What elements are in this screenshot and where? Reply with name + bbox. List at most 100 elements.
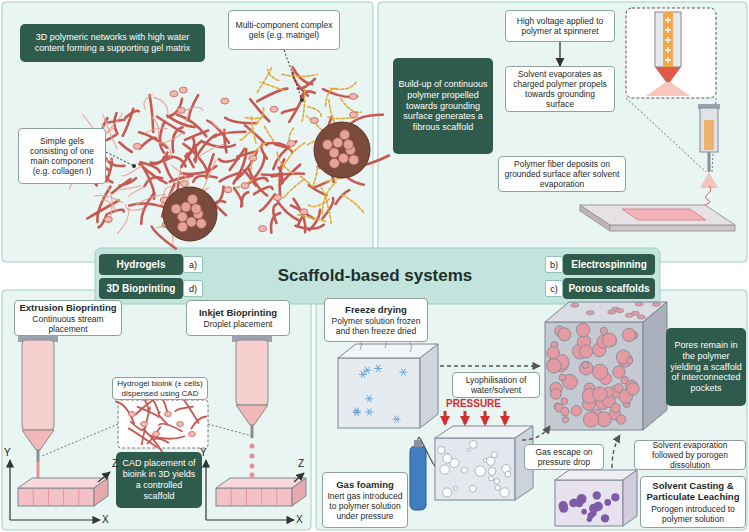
- ice-crystal: [363, 367, 371, 374]
- description-box: Build-up of continuous polymer propelled…: [393, 58, 493, 154]
- gel-fiber: [250, 155, 265, 183]
- needle-tip: [655, 67, 681, 82]
- gel-fiber: [257, 66, 272, 92]
- gel-fiber: [321, 187, 331, 223]
- node-text: Porogen introduced to polymer solution: [645, 504, 741, 524]
- spheroid-cell: [186, 217, 196, 227]
- gel-fiber: [273, 204, 277, 223]
- gel-cell: [221, 98, 229, 104]
- gel-cell: [180, 181, 188, 187]
- cube-side: [420, 344, 438, 428]
- cube-front: [555, 480, 623, 526]
- cube-front: [435, 438, 515, 500]
- gel-fiber: [213, 123, 229, 133]
- gas-bubble: [486, 457, 494, 465]
- syringe-body: [700, 108, 718, 152]
- node-text: b): [550, 260, 558, 270]
- cube-top: [216, 478, 306, 488]
- ice-crystal: [374, 365, 382, 372]
- cube-side: [623, 470, 637, 526]
- gas-bubble: [505, 471, 511, 477]
- node-heading: Extrusion Bioprinting: [19, 302, 116, 313]
- gas-hose: [418, 437, 435, 466]
- gel-cell: [141, 421, 148, 426]
- gel-fiber: [118, 209, 129, 234]
- node-text: Solvent evaporation followed by porogen …: [639, 440, 741, 471]
- print-line: [276, 488, 277, 506]
- node-text: Inert gas introduced to polymer solution…: [327, 491, 403, 522]
- gel-fiber: [154, 97, 168, 113]
- foamed-polymer: [435, 426, 533, 500]
- pore: [592, 364, 607, 379]
- gas-bubble: [469, 485, 476, 492]
- spheroid-cell: [329, 158, 339, 168]
- gas-bubble: [500, 488, 509, 497]
- gel-fiber: [164, 142, 171, 158]
- ice-crystal: [393, 416, 401, 423]
- nozzle: [37, 450, 40, 462]
- axis-arrow: [206, 519, 294, 520]
- gel-fiber: [283, 178, 305, 198]
- gel-cell: [177, 107, 185, 113]
- node-text: Polymer fiber deposits on grounded surfa…: [503, 159, 621, 190]
- axis-arrow: [98, 472, 110, 482]
- gas-cylinder: [410, 446, 426, 510]
- pore: [562, 417, 568, 423]
- gel-fiber: [282, 108, 297, 113]
- pressure-arrow: [504, 411, 507, 424]
- gel-cell: [270, 106, 278, 112]
- gel-cell: [249, 155, 257, 161]
- gel-cell: [153, 431, 160, 436]
- leader-dot: [300, 98, 304, 102]
- flow-arrow: [559, 42, 560, 66]
- axis-label: X: [102, 514, 109, 525]
- spheroid-cell: [329, 148, 339, 158]
- porogen-particle: [604, 499, 611, 506]
- ice-crystal: [365, 408, 373, 415]
- gel-fiber: [251, 117, 256, 143]
- spheroid-cell: [340, 130, 350, 140]
- gel-fiber: [120, 178, 137, 186]
- gel-fiber: [139, 132, 167, 148]
- bioink-droplet: [250, 444, 255, 449]
- pore: [652, 302, 660, 306]
- pore: [558, 328, 571, 341]
- panel-background: [2, 290, 311, 530]
- gel-fiber: [198, 144, 225, 157]
- pore: [625, 313, 633, 317]
- gas-bubble: [469, 440, 477, 448]
- gel-fiber: [141, 193, 154, 224]
- cube-front: [216, 488, 292, 506]
- node-text: d): [189, 284, 197, 294]
- gel-fiber: [151, 157, 173, 163]
- porogen-particle: [569, 499, 577, 507]
- step-box: High voltage applied to polymer at spinn…: [505, 10, 615, 42]
- title-band: [95, 248, 660, 304]
- spheroid-cell: [343, 140, 353, 150]
- gel-fiber: [219, 159, 239, 162]
- gel-fiber: [185, 131, 208, 140]
- gel-cell: [189, 431, 196, 436]
- method-box: Extrusion BioprintingContinuous stream p…: [14, 300, 122, 336]
- gel-fiber: [175, 407, 193, 411]
- node-text: Droplet placement: [204, 319, 273, 329]
- porogen-particle: [593, 502, 603, 512]
- node-text: 3D polymeric networks with high water co…: [24, 32, 201, 54]
- charge-sign: [665, 47, 671, 53]
- spheroid-cell: [171, 204, 181, 214]
- gas-bubble: [467, 448, 470, 451]
- porogen-particle: [587, 517, 592, 522]
- porogen-particle: [593, 491, 601, 499]
- needle-body: [655, 12, 681, 67]
- panel-letter: a): [183, 256, 203, 273]
- print-line: [231, 488, 232, 506]
- node-text: Continuous stream placement: [19, 314, 117, 334]
- gel-fiber: [185, 109, 189, 123]
- gas-bubble: [495, 485, 500, 490]
- pressure-label: PRESSURE: [446, 398, 501, 409]
- gel-fiber: [262, 173, 282, 175]
- gel-fiber: [298, 215, 327, 222]
- cube-front: [545, 322, 643, 430]
- gel-fiber: [254, 187, 273, 194]
